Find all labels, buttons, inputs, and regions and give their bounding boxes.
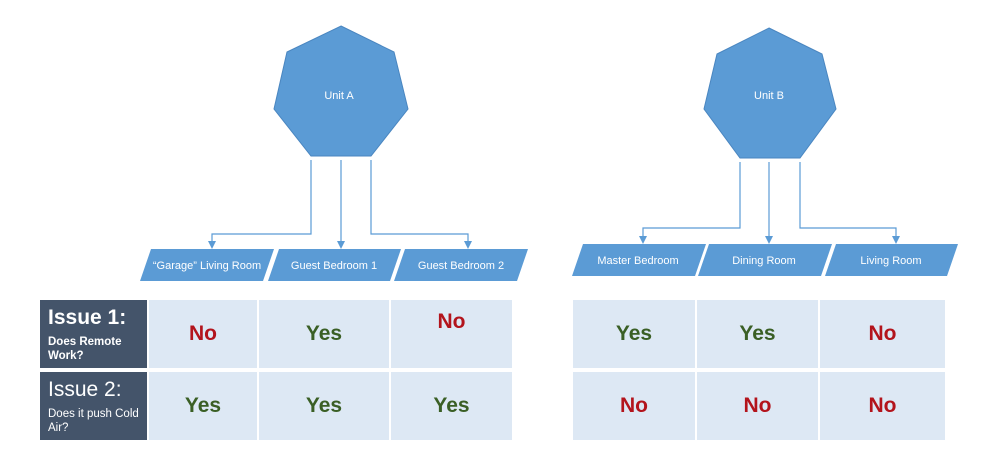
result-b-issue1-room1: Yes xyxy=(573,300,695,368)
result-b-issue1-room3: No xyxy=(820,300,945,368)
room-a-1-label: “Garage” Living Room xyxy=(153,260,261,272)
result-a-issue2-room2: Yes xyxy=(259,372,389,440)
unit-a-label: Unit A xyxy=(324,90,354,102)
issue-2-header: Issue 2: Does it push Cold Air? xyxy=(40,372,147,440)
issue-2-title: Issue 2: xyxy=(48,378,122,401)
result-a-issue1-room1: No xyxy=(149,300,257,368)
room-a-3-shape xyxy=(394,249,528,281)
connector-b-left xyxy=(639,162,741,244)
room-a-2-shape xyxy=(268,249,401,281)
unit-b-node: Unit B xyxy=(703,27,837,159)
result-b-issue2-room3: No xyxy=(820,372,945,440)
room-b-2-label: Dining Room xyxy=(732,255,796,267)
connector-a-left xyxy=(208,160,312,249)
result-b-issue2-room1: No xyxy=(573,372,695,440)
unit-a-rooms: “Garage” Living Room Guest Bedroom 1 Gue… xyxy=(140,249,528,281)
result-b-issue1-room2: Yes xyxy=(697,300,818,368)
issue-1-header: Issue 1: Does Remote Work? xyxy=(40,300,147,368)
unit-b-rooms: Master Bedroom Dining Room Living Room xyxy=(572,244,958,276)
unit-b-label: Unit B xyxy=(754,90,784,102)
room-a-3-label: Guest Bedroom 2 xyxy=(418,260,504,272)
room-a-2-label: Guest Bedroom 1 xyxy=(291,260,377,272)
unit-b-heptagon xyxy=(703,27,837,159)
issue-1-title: Issue 1: xyxy=(48,306,127,329)
issue-1-question: Does Remote Work? xyxy=(48,336,122,362)
room-b-1-label: Master Bedroom xyxy=(597,255,678,267)
unit-a-node: Unit A xyxy=(273,25,409,157)
room-a-1-shape xyxy=(140,249,274,281)
diagram-canvas: Unit A Unit B “Garage” Living Room Guest… xyxy=(140,25,958,281)
room-b-3-shape xyxy=(825,244,958,276)
connector-a-right xyxy=(370,160,472,249)
result-b-issue2-room2: No xyxy=(697,372,818,440)
result-a-issue2-room3: Yes xyxy=(391,372,512,440)
room-b-1-shape xyxy=(572,244,706,276)
room-b-2-shape xyxy=(698,244,832,276)
room-b-3-label: Living Room xyxy=(860,255,921,267)
connector-b-right xyxy=(799,162,900,244)
result-a-issue1-room3: No xyxy=(391,300,512,368)
result-a-issue2-room1: Yes xyxy=(149,372,257,440)
issue-2-question: Does it push Cold Air? xyxy=(48,408,139,434)
unit-a-connectors xyxy=(208,160,472,249)
unit-b-connectors xyxy=(639,162,900,244)
unit-a-heptagon xyxy=(273,25,409,157)
result-a-issue1-room2: Yes xyxy=(259,300,389,368)
